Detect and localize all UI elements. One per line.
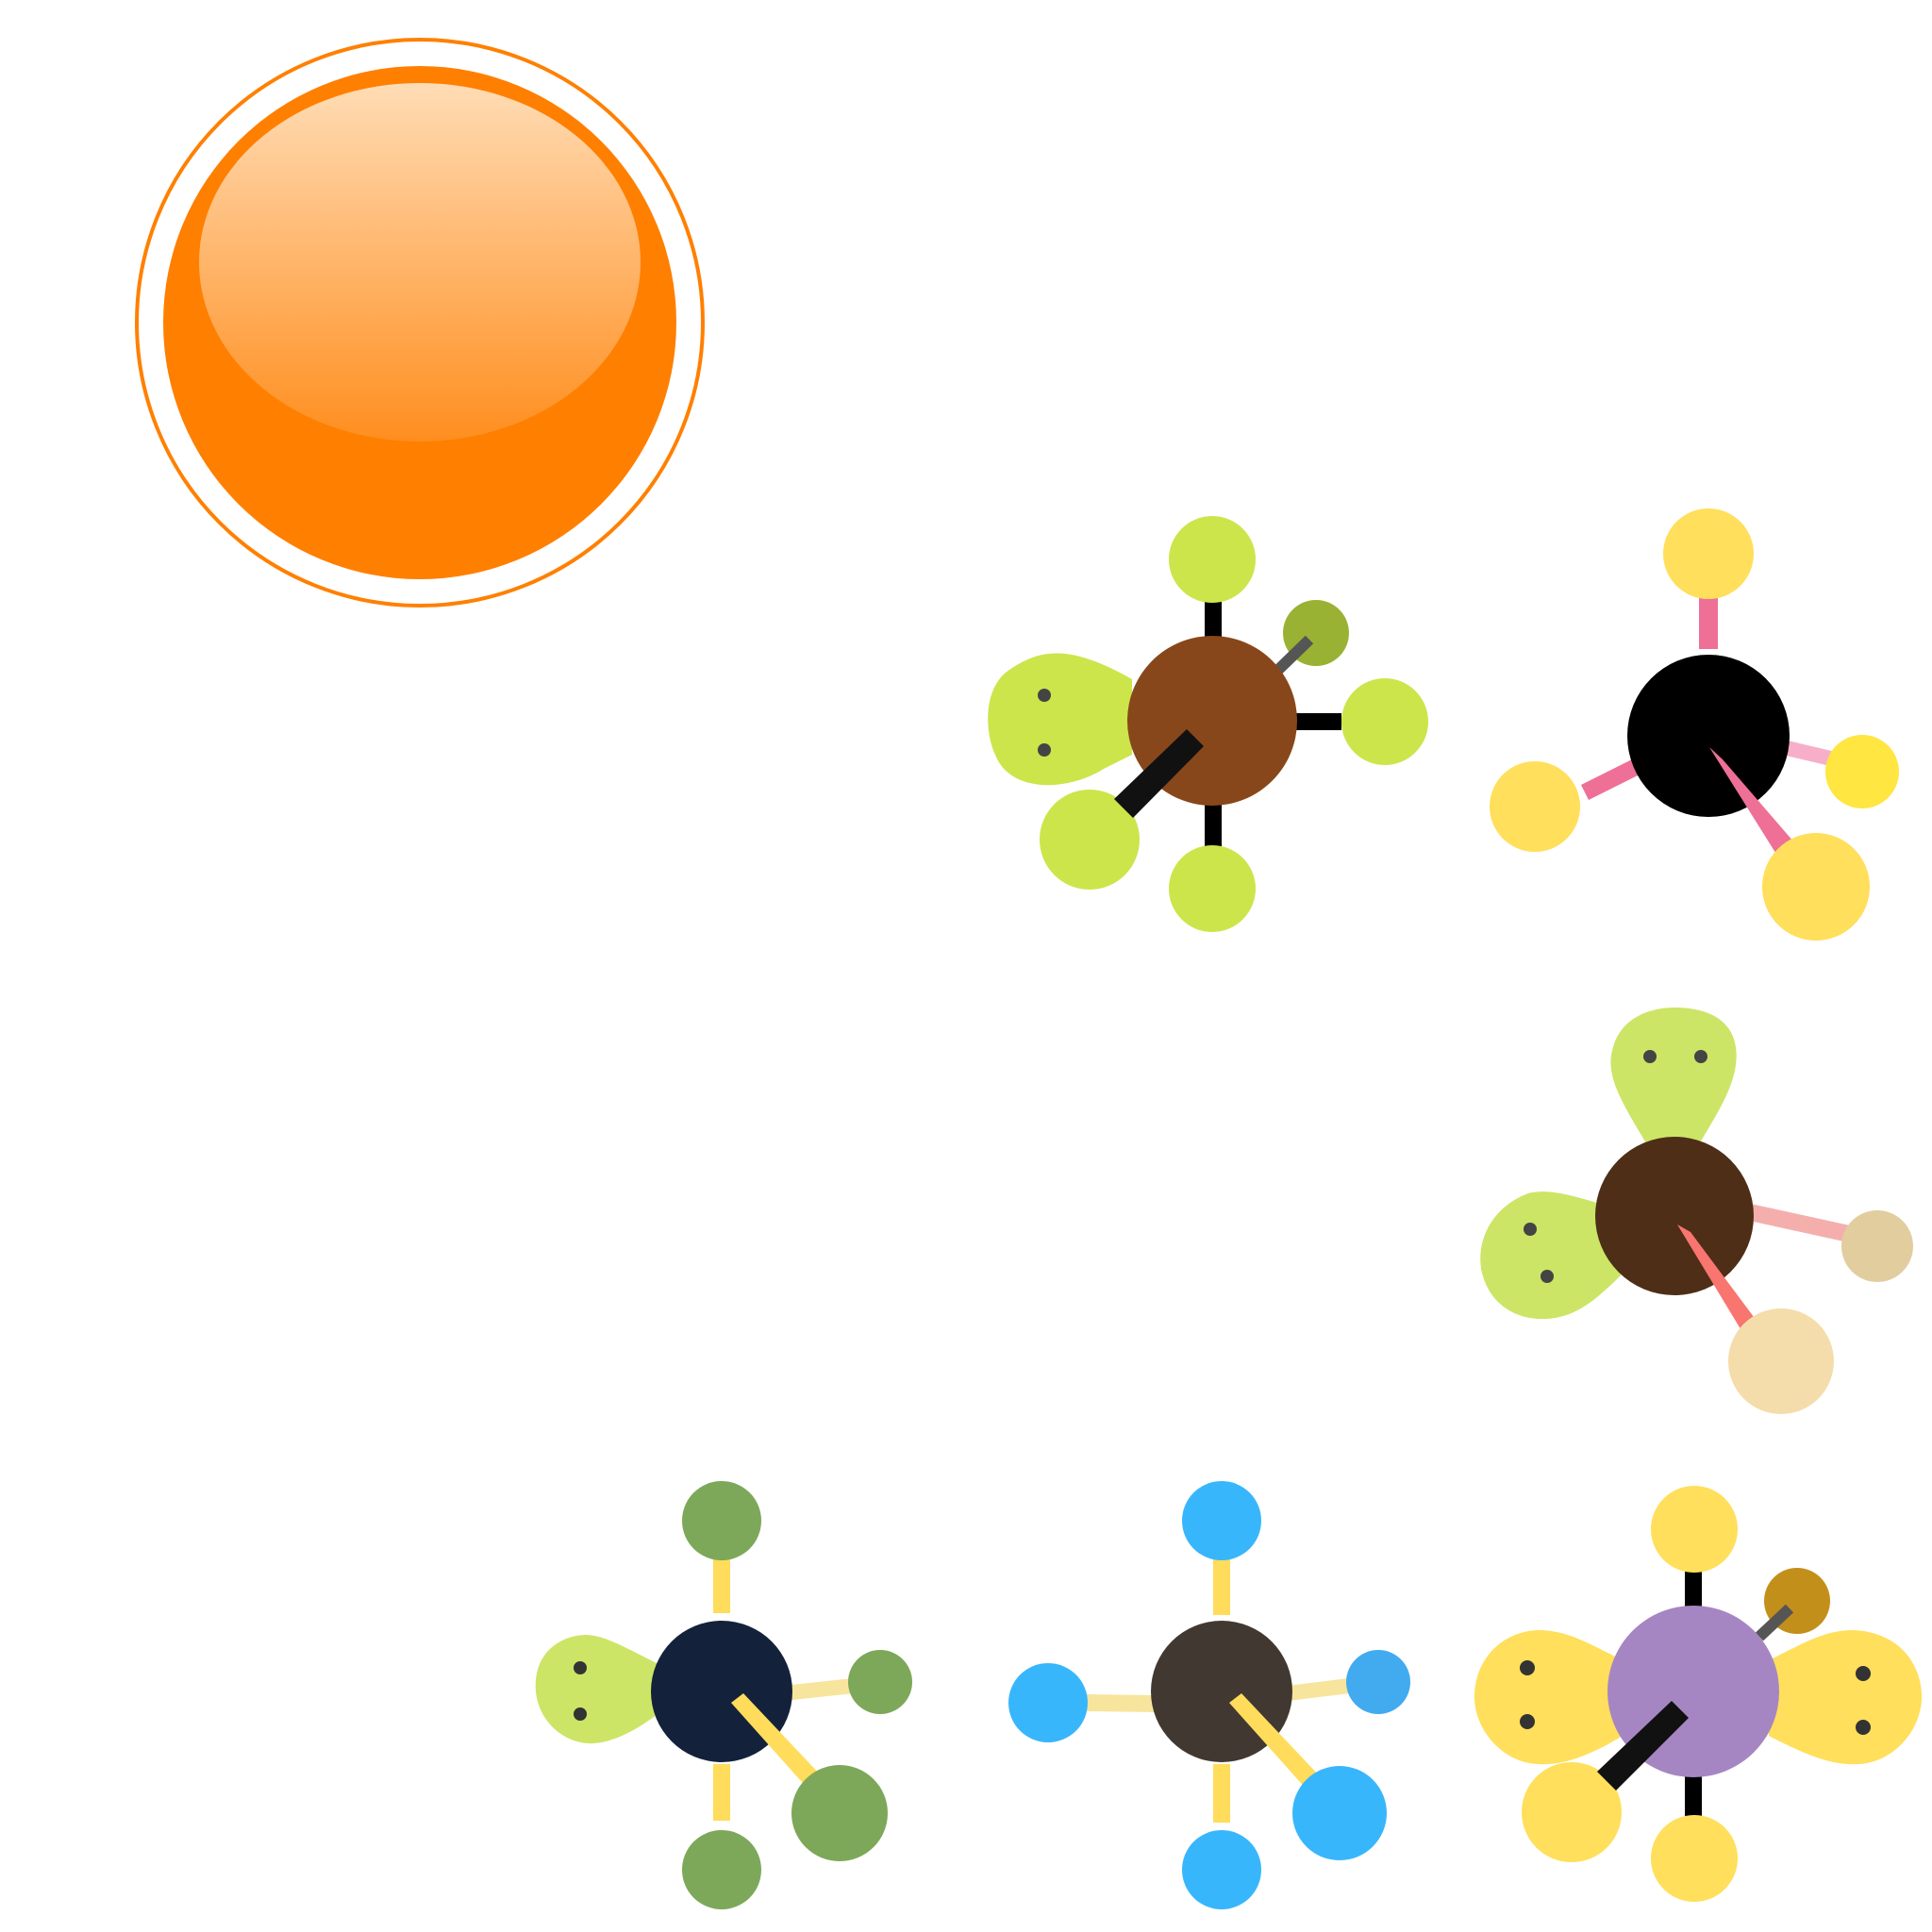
- ligand-atom: [1292, 1766, 1387, 1860]
- ligand-atom: [682, 1481, 761, 1560]
- ligand-atom: [1169, 845, 1256, 932]
- wedge-bond: [1229, 1693, 1322, 1790]
- ligand-atom: [1169, 516, 1256, 603]
- molecule-square-pyramidal-purple: [1474, 1486, 1923, 1902]
- ligand-atom: [1490, 761, 1580, 852]
- ligand-atom: [1728, 1308, 1834, 1414]
- bond: [1781, 740, 1837, 767]
- molecule-trigonal-pyramidal-black: [1490, 508, 1899, 941]
- bond: [1205, 802, 1222, 849]
- ligand-atom: [1825, 735, 1899, 808]
- molecule-seesaw-brown: [988, 516, 1428, 932]
- lone-pair-lobe: [535, 1635, 660, 1744]
- ligand-atom: [1008, 1663, 1088, 1742]
- lone-pair-lobe: [1480, 1191, 1623, 1320]
- ligand-atom: [848, 1650, 912, 1714]
- ligand-atom: [1663, 508, 1754, 599]
- molecule-seesaw-navy: [535, 1481, 912, 1909]
- ligand-atom: [682, 1830, 761, 1909]
- central-atom: [1627, 655, 1790, 817]
- ligand-atom: [1341, 678, 1428, 765]
- bond: [713, 1764, 730, 1821]
- ligand-atom: [1651, 1486, 1738, 1573]
- wedge-bond: [731, 1693, 824, 1790]
- ligand-atom: [1182, 1481, 1261, 1560]
- ligand-atom: [1346, 1650, 1410, 1714]
- bond: [1748, 1204, 1851, 1242]
- wedge-bond: [1597, 1701, 1689, 1790]
- lone-pair-lobe: [1474, 1630, 1623, 1765]
- bond: [1699, 592, 1718, 649]
- ligand-atom: [791, 1765, 888, 1861]
- wedge-bond: [1114, 729, 1204, 818]
- bond: [1292, 713, 1341, 730]
- molecule-bent-brown: [1480, 1008, 1913, 1414]
- lone-pair-lobe: [988, 653, 1132, 786]
- ligand-atom: [1762, 833, 1870, 941]
- bond: [1213, 1557, 1230, 1615]
- ligand-atom: [1522, 1762, 1622, 1862]
- bond: [713, 1557, 730, 1613]
- bond: [1580, 756, 1646, 801]
- ligand-atom: [1841, 1210, 1913, 1282]
- lone-pair-lobe: [1610, 1008, 1737, 1151]
- ligand-atom: [1651, 1815, 1738, 1902]
- hashed-bond: [1755, 1604, 1794, 1641]
- bond: [1213, 1764, 1230, 1823]
- lone-pair-lobe: [1769, 1630, 1923, 1765]
- ligand-atom: [1040, 790, 1140, 890]
- bond: [1685, 1774, 1702, 1825]
- molecule-tetrahedral-dark: [1008, 1481, 1410, 1909]
- bond: [1685, 1561, 1702, 1613]
- ligand-atom: [1182, 1830, 1261, 1909]
- central-atom: [1595, 1137, 1754, 1295]
- bond: [1205, 600, 1222, 643]
- bond: [782, 1678, 855, 1701]
- bond: [1287, 1678, 1350, 1701]
- wedge-bond: [1677, 1224, 1757, 1332]
- wedge-bond: [1709, 747, 1794, 856]
- bond: [1084, 1694, 1157, 1712]
- hashed-bond: [1274, 635, 1314, 675]
- orange-button-icon[interactable]: [135, 38, 705, 608]
